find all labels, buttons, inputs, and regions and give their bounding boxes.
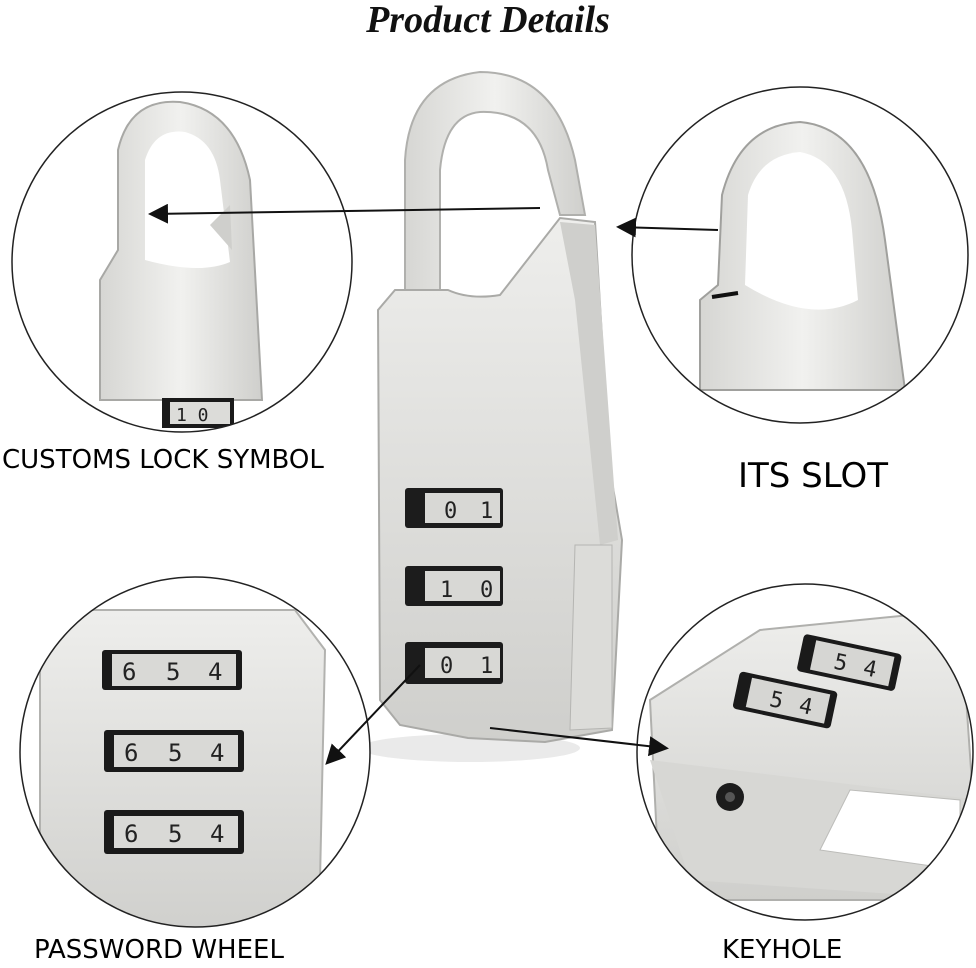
main-dial-digit: 1 (440, 578, 453, 603)
wheel-digit: 5 (168, 739, 182, 767)
main-lock: 0 1 1 0 0 1 (360, 70, 624, 762)
arrow-keyhole (489, 727, 669, 757)
wheel-digit: 4 (210, 820, 224, 848)
main-dial-digit: 1 (480, 654, 493, 679)
password-wheel-detail: 6 5 4 6 5 4 6 5 4 (19, 576, 371, 928)
wheel-digit: 6 (122, 658, 136, 686)
main-dial-row-3: 0 1 (405, 642, 503, 684)
wheel-digit: 5 (168, 820, 182, 848)
label-password-wheel: PASSWORD WHEEL (34, 935, 284, 965)
main-dial-digit: 0 (480, 578, 493, 603)
svg-text:4: 4 (861, 656, 879, 683)
main-dial-row-2: 1 0 (405, 566, 503, 606)
arrow-password (325, 664, 421, 765)
customs-dial-digits: 1 0 (176, 405, 209, 426)
arrow-customs (148, 203, 541, 224)
main-dial-digit: 1 (480, 499, 493, 524)
keyhole-detail: 5 4 5 4 (636, 583, 974, 921)
wheel-digit: 5 (166, 658, 180, 686)
main-dial-row-1: 0 1 (405, 488, 503, 528)
customs-lock-detail: 1 0 (11, 91, 353, 433)
label-keyhole: KEYHOLE (722, 935, 843, 965)
label-its-slot: ITS SLOT (738, 456, 889, 496)
wheel-row-2: 6 5 4 (104, 730, 244, 772)
main-dial-digit: 0 (444, 499, 457, 524)
keyhole-digit: 5 (767, 687, 785, 714)
wheel-row-1: 6 5 4 (102, 650, 242, 690)
wheel-digit: 4 (210, 739, 224, 767)
main-dial-digit: 0 (440, 654, 453, 679)
wheel-digit: 6 (124, 739, 138, 767)
slot-detail (631, 86, 969, 424)
wheel-row-3: 6 5 4 (104, 810, 244, 854)
keyhole-digit: 4 (797, 693, 815, 720)
keyhole-dials: 5 4 5 4 (732, 634, 902, 729)
wheel-digit: 4 (208, 658, 222, 686)
arrow-slot (616, 217, 719, 238)
callout-arrows (148, 203, 719, 765)
page-title: Product Details (366, 0, 610, 41)
label-customs-lock-symbol: CUSTOMS LOCK SYMBOL (2, 445, 324, 475)
wheel-digit: 6 (124, 820, 138, 848)
svg-text:5: 5 (832, 650, 850, 677)
